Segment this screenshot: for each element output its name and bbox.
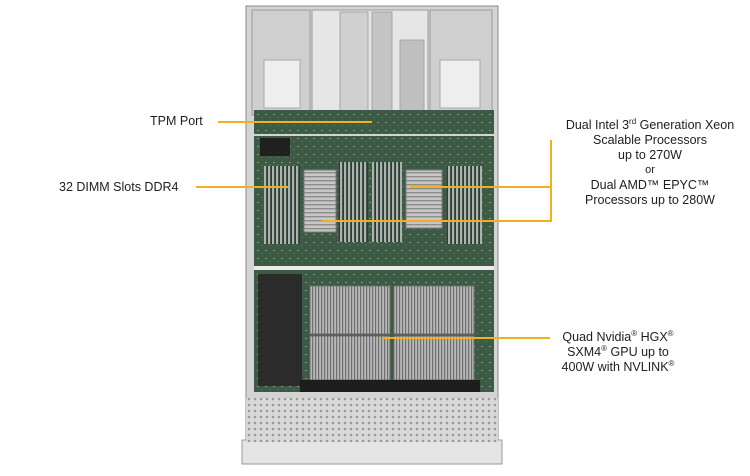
intel-line-1: Dual Intel 3rd Generation Xeon <box>565 116 735 132</box>
gpu-label: Quad Nvidia® HGX® SXM4® GPU up to 400W w… <box>552 328 684 375</box>
cpu-label: Dual Intel 3rd Generation Xeon Scalable … <box>548 116 750 208</box>
dimm-leader-line <box>196 186 288 188</box>
or-separator: or <box>645 164 655 176</box>
amd-leader-line <box>410 186 552 188</box>
gpu-line-2: SXM4® GPU up to <box>567 343 669 359</box>
gpu-line-3: 400W with NVLINK® <box>561 358 675 374</box>
dimm-slots-label: 32 DIMM Slots DDR4 <box>59 180 179 194</box>
amd-line-2: Processors up to 280W <box>585 193 715 207</box>
cpu-leader-horizontal <box>322 220 552 222</box>
intel-line-3: up to 270W <box>618 148 682 162</box>
cpu-leader-vertical <box>550 140 552 222</box>
amd-line-1: Dual AMD™ EPYC™ <box>590 178 710 192</box>
intel-line-2: Scalable Processors <box>593 133 707 147</box>
gpu-line-1: Quad Nvidia® HGX® <box>562 328 674 344</box>
tpm-leader-line <box>218 121 372 123</box>
tpm-port-label: TPM Port <box>150 114 203 128</box>
gpu-leader-line <box>382 337 550 339</box>
